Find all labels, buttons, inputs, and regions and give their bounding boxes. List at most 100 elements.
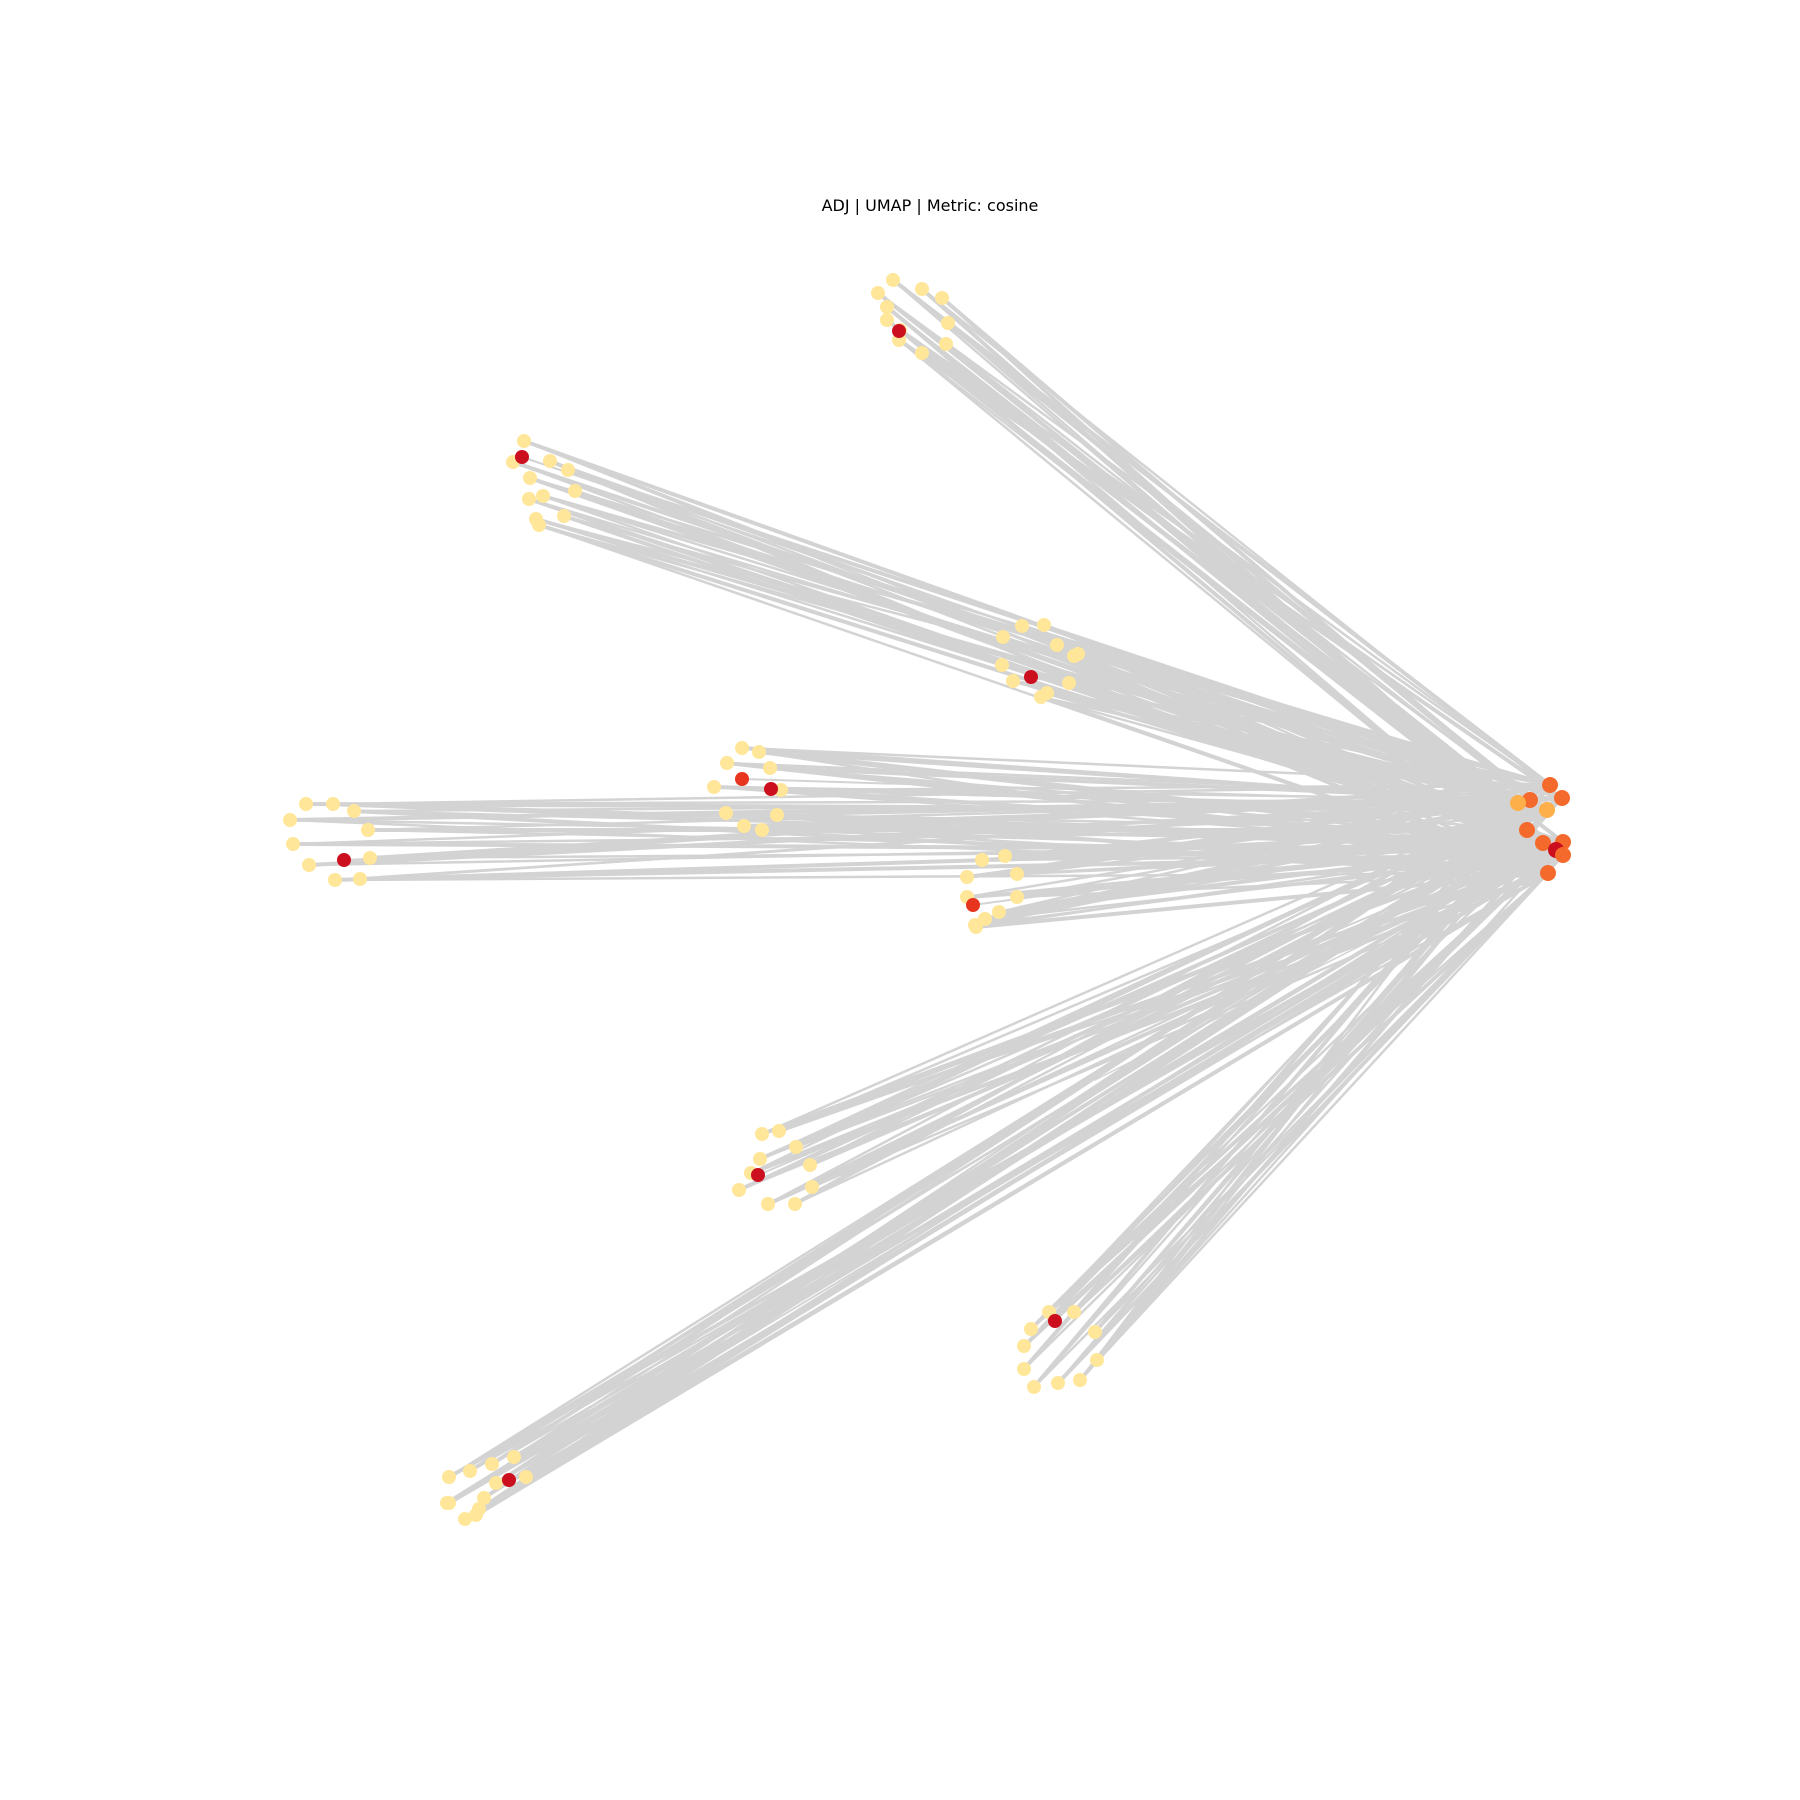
graph-node [286,837,300,851]
graph-node [515,450,529,464]
graph-edge [1056,853,1565,1385]
graph-node [764,782,778,796]
graph-edge [1055,643,1552,787]
graph-title: ADJ | UMAP | Metric: cosine [822,196,1039,215]
graph-node [532,518,546,532]
graph-node [302,858,316,872]
graph-edge [331,783,1552,806]
graph-edge [1076,652,1564,800]
graph-node [502,1473,516,1487]
graph-edge [508,849,1557,1481]
graph-node [770,808,784,822]
graph-edge [512,801,1520,1459]
graph-edge [793,783,1552,1206]
graph-node [1017,1362,1031,1376]
graph-edge [793,808,1549,1206]
graph-node [1024,1322,1038,1336]
graph-node [752,745,766,759]
graph-edge [291,798,1532,846]
graph-node [915,282,929,296]
graph-edge [749,801,1520,1175]
graph-node [735,772,749,786]
graph-node [1519,822,1535,838]
graph-node [1051,1376,1065,1390]
graph-node [789,1140,803,1154]
graph-node [998,849,1012,863]
graph-node [969,920,983,934]
graph-node [719,806,733,820]
graph-node [353,872,367,886]
graph-node [543,454,557,468]
graph-edge [898,330,1551,786]
graph-node [568,484,582,498]
graph-node [995,658,1009,672]
graph-node [1034,690,1048,704]
graph-node [1048,1314,1062,1328]
graph-node [1510,795,1526,811]
graph-edge [358,796,1564,881]
graph-node [941,316,955,330]
graph-edge [1022,801,1520,1371]
graph-node [361,823,375,837]
graph-edge [477,848,1558,1511]
graph-node [442,1470,456,1484]
graph-edge [766,828,1529,1206]
graph-node [458,1512,472,1526]
graph-node [1037,618,1051,632]
graph-node [1071,647,1085,661]
graph-node [755,1127,769,1141]
graph-node [1542,777,1558,793]
graph-nodes [283,273,1571,1526]
graph-node [753,1152,767,1166]
graph-node [751,1168,765,1182]
graph-edge [1015,808,1549,876]
graph-edge [944,342,1532,802]
graph-edge [997,783,1552,914]
graph-node [1027,1380,1041,1394]
graph-node [803,1158,817,1172]
graph-node [557,509,571,523]
graph-edge [1078,871,1550,1382]
graph-edge [997,808,1549,914]
graph-node [363,851,377,865]
graph-node [886,273,900,287]
graph-edge [1022,840,1565,1371]
graph-node [772,1124,786,1138]
graph-node [1540,865,1556,881]
graph-node [763,761,777,775]
graph-node [992,905,1006,919]
graph-node [519,1470,533,1484]
graph-node [1015,619,1029,633]
graph-node [337,853,351,867]
graph-edge [965,783,1552,879]
graph-edge [974,801,1520,929]
graph-edge [999,819,1521,846]
graph-node [1017,1339,1031,1353]
graph-node [523,471,537,485]
graph-node [788,1197,802,1211]
graph-node [283,813,297,827]
graph-node [489,1476,503,1490]
graph-node [328,873,342,887]
graph-edge [1037,789,1516,849]
graph-node [1024,670,1038,684]
graph-node [347,804,361,818]
graph-node [935,291,949,305]
graph-edge [445,796,1564,1505]
graph-edge [1094,859,1531,1081]
graph-node [1555,847,1571,863]
graph-node [463,1464,477,1478]
graph-node [1090,1353,1104,1367]
graph-node [477,1491,491,1505]
graph-node [960,870,974,884]
graph-node [536,489,550,503]
graph-node [707,780,721,794]
graph-node [472,1502,486,1516]
graph-node [440,1496,454,1510]
graph-edge [740,746,1552,787]
graph-node [805,1180,819,1194]
graph-edge [366,796,1564,832]
graph-edge [1022,798,1532,1348]
graph-edge [946,321,1532,802]
